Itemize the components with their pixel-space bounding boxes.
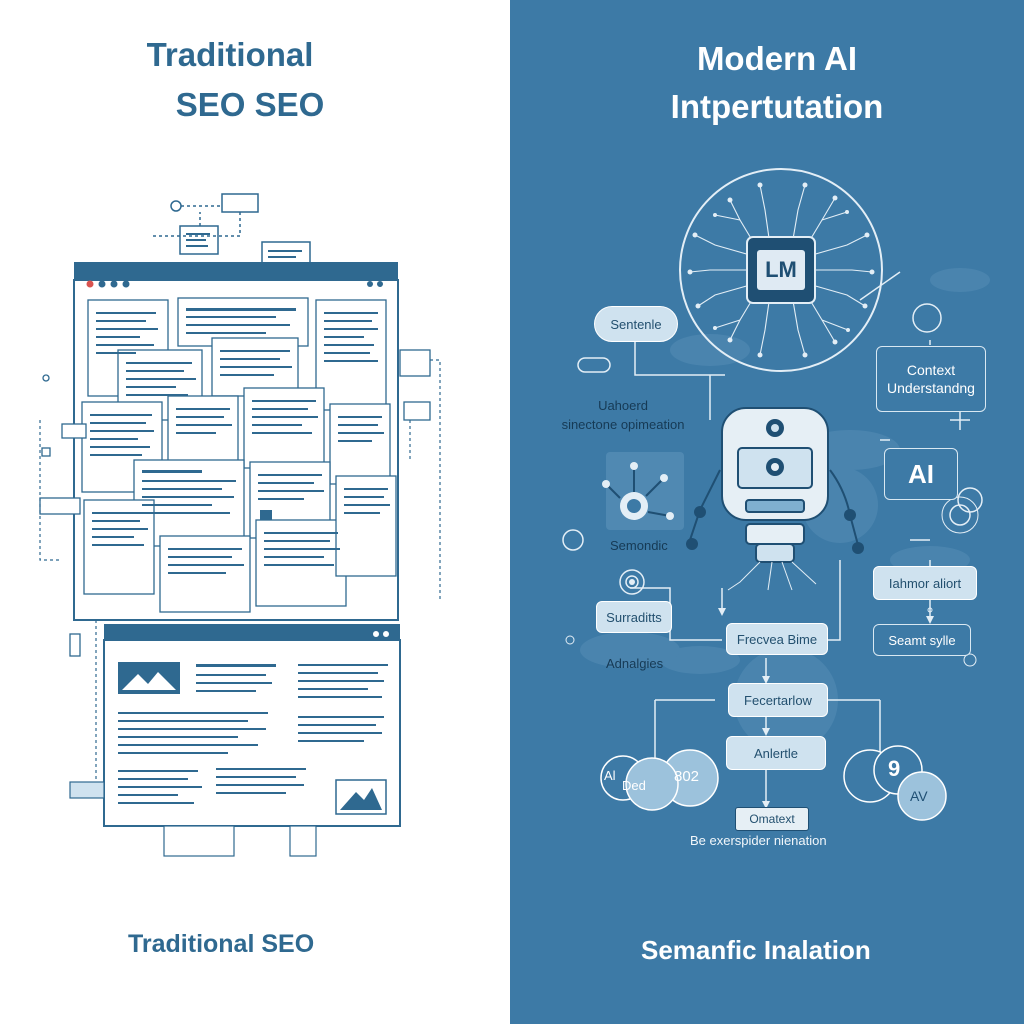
node-informal: Iahmor aliort [873, 566, 977, 600]
right-title-line1: Modern AI [696, 40, 858, 77]
node-surradits: Surraditts [596, 601, 672, 633]
node-anlertle: Anlertle [726, 736, 826, 770]
label-semantic: Semondic [610, 538, 668, 553]
left-title-line2: SEO SEO [175, 86, 325, 123]
lm-chip-label: LM [765, 257, 797, 282]
right-title-line2: Intpertutation [670, 88, 884, 125]
right-title: Modern AI Intpertutation [627, 35, 927, 131]
circle-label-ded: Ded [622, 778, 646, 793]
label-adnalgies: Adnalgies [606, 656, 664, 671]
circle-label-9: 9 [888, 756, 901, 781]
node-sentence: Sentenle [594, 306, 678, 342]
node-omatext: Omatext [735, 807, 809, 831]
document-collage-illustration [39, 193, 441, 857]
node-semant-style: Seamt sylle [873, 624, 971, 656]
traditional-seo-panel: Traditional SEO SEO [0, 0, 510, 1024]
circle-label-av: AV [910, 788, 928, 804]
circle-label-802: 802 [674, 768, 700, 785]
label-bottom-note: Be exerspider nienation [690, 833, 827, 848]
right-caption: Semanfic Inalation [641, 935, 871, 965]
left-title: Traditional SEO SEO [120, 30, 340, 130]
node-context-understanding: Context Understandng [876, 346, 986, 412]
modern-ai-panel: Modern AI Intpertutation LM Sentenle Con… [510, 0, 1024, 1024]
circle-label-al: Al [604, 768, 616, 783]
left-title-line1: Traditional [146, 36, 314, 73]
left-caption: Traditional SEO [128, 930, 315, 958]
enhanced-line2: sinectone opimeation [561, 417, 685, 432]
ai-flow-illustration [562, 168, 990, 821]
node-ai: AI [884, 448, 958, 500]
enhanced-line1: Uahoerd [598, 398, 648, 413]
node-fecertarlow: Fecertarlow [728, 683, 828, 717]
node-enhanced-optimization: Uahoerd sinectone opimeation [548, 398, 698, 432]
node-frecvea: Frecvea Bime [726, 623, 828, 655]
